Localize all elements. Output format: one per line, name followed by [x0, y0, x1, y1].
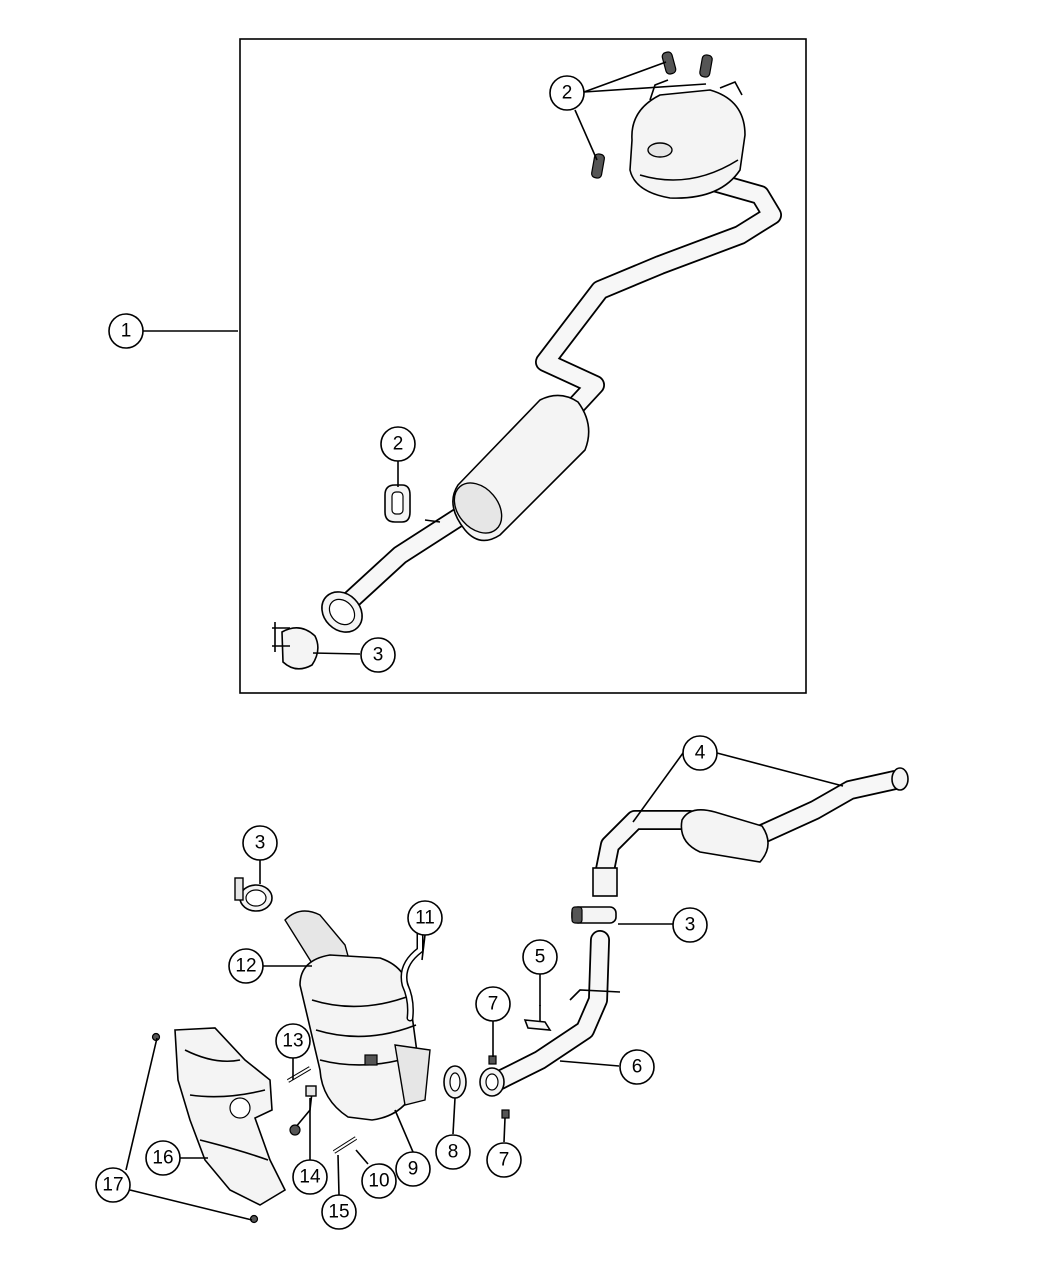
callout-4: 4 — [682, 735, 718, 771]
svg-text:2: 2 — [393, 434, 404, 455]
nut-part-shield-lower — [249, 1214, 259, 1224]
svg-text:17: 17 — [102, 1175, 123, 1196]
svg-text:14: 14 — [299, 1167, 321, 1188]
callout-1: 1 — [108, 313, 144, 349]
heat-shield-part — [174, 1027, 287, 1206]
svg-text:7: 7 — [488, 994, 499, 1015]
callout-2-top: 2 — [549, 75, 585, 111]
gasket-part — [443, 1065, 467, 1099]
svg-text:4: 4 — [695, 743, 706, 764]
clamp-part-left — [234, 877, 273, 912]
exhaust-assembly — [321, 79, 782, 633]
callout-16: 16 — [145, 1140, 181, 1176]
svg-text:12: 12 — [235, 956, 256, 977]
assembly-box — [239, 38, 807, 694]
clamp-part-top — [272, 622, 319, 670]
nut-part-upper — [488, 1055, 497, 1065]
callout-15: 15 — [321, 1194, 357, 1230]
callout-3-top: 3 — [360, 637, 396, 673]
rear-pipe-part — [592, 767, 909, 897]
svg-text:1: 1 — [121, 321, 132, 342]
clamp-part-right — [571, 906, 617, 924]
nut-part-lower — [501, 1109, 510, 1119]
callout-11: 11 — [407, 900, 443, 936]
callout-2-mid: 2 — [380, 426, 416, 462]
callout-12: 12 — [228, 948, 264, 984]
callout-14: 14 — [292, 1159, 328, 1195]
svg-text:3: 3 — [373, 645, 384, 666]
svg-text:9: 9 — [408, 1159, 419, 1180]
svg-text:10: 10 — [368, 1171, 389, 1192]
callout-5: 5 — [522, 939, 558, 975]
svg-text:3: 3 — [255, 833, 266, 854]
callout-7-upper: 7 — [475, 986, 511, 1022]
rubber-isolator-parts — [384, 51, 713, 523]
callout-8: 8 — [435, 1134, 471, 1170]
leader-lines — [125, 61, 844, 1221]
front-pipe-part — [479, 930, 621, 1097]
callout-17: 17 — [95, 1167, 131, 1203]
svg-text:8: 8 — [448, 1142, 459, 1163]
svg-text:3: 3 — [685, 915, 696, 936]
callout-3-right: 3 — [672, 907, 708, 943]
svg-text:7: 7 — [499, 1150, 510, 1171]
bracket-part — [523, 1005, 552, 1031]
svg-text:6: 6 — [632, 1057, 643, 1078]
svg-text:15: 15 — [328, 1202, 349, 1223]
callout-7-lower: 7 — [486, 1142, 522, 1178]
svg-text:5: 5 — [535, 947, 546, 968]
stud-part — [286, 1066, 312, 1083]
svg-text:11: 11 — [415, 908, 435, 929]
catalytic-converter-part — [284, 910, 431, 1121]
callout-10: 10 — [361, 1163, 397, 1199]
callout-9: 9 — [395, 1151, 431, 1187]
svg-text:16: 16 — [152, 1148, 173, 1169]
callout-3-left: 3 — [242, 825, 278, 861]
callout-6: 6 — [619, 1049, 655, 1085]
callout-13: 13 — [275, 1023, 311, 1059]
svg-text:2: 2 — [562, 83, 573, 104]
svg-text:13: 13 — [282, 1031, 303, 1052]
bolt-part — [332, 1136, 358, 1154]
oxygen-sensor-part — [289, 1085, 317, 1136]
